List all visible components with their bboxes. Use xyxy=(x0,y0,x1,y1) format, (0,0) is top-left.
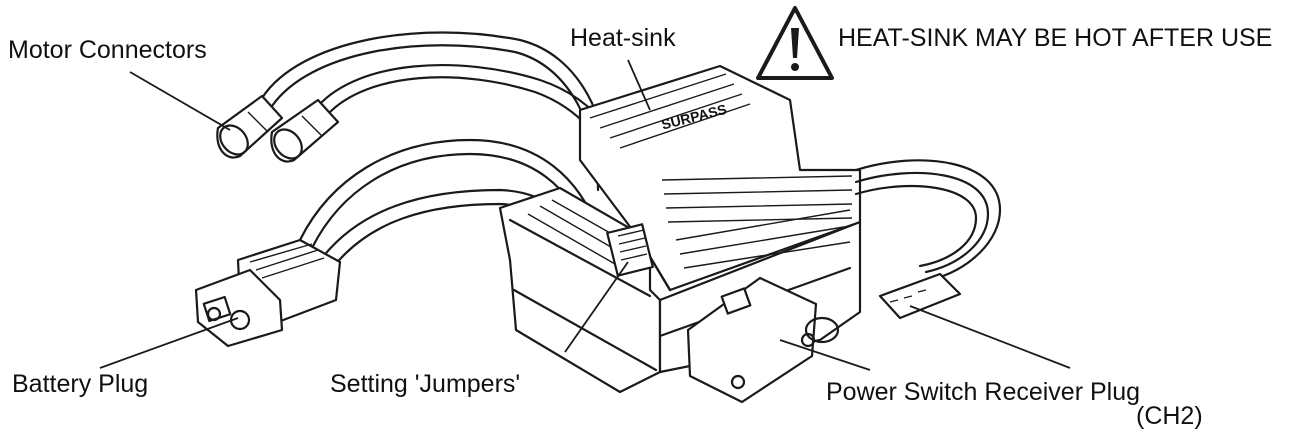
label-heat-sink: Heat-sink xyxy=(570,24,676,52)
setting-jumpers xyxy=(606,223,654,277)
receiver-plug xyxy=(878,272,962,320)
heat-sink xyxy=(578,64,862,292)
label-ch2: (CH2) xyxy=(1136,402,1203,430)
motor-connector-2 xyxy=(270,98,340,163)
leader-heat-sink xyxy=(627,59,651,111)
label-setting-jumpers: Setting 'Jumpers' xyxy=(330,370,521,398)
battery-plug xyxy=(194,238,342,348)
power-switch xyxy=(686,276,840,404)
label-power-switch-receiver-plug: Power Switch Receiver Plug xyxy=(826,378,1141,406)
motor-connector-1 xyxy=(216,94,284,159)
warning-triangle-icon xyxy=(756,6,834,80)
receiver-wires xyxy=(854,159,1002,282)
leader-setting-jumpers xyxy=(564,261,629,353)
leader-motor-connectors xyxy=(129,71,231,131)
leader-power-switch xyxy=(779,339,871,371)
label-warning: HEAT-SINK MAY BE HOT AFTER USE xyxy=(838,24,1273,52)
leader-receiver-plug xyxy=(909,305,1071,369)
label-battery-plug: Battery Plug xyxy=(12,370,149,398)
leader-battery-plug xyxy=(99,317,239,369)
label-motor-connectors: Motor Connectors xyxy=(8,36,207,64)
